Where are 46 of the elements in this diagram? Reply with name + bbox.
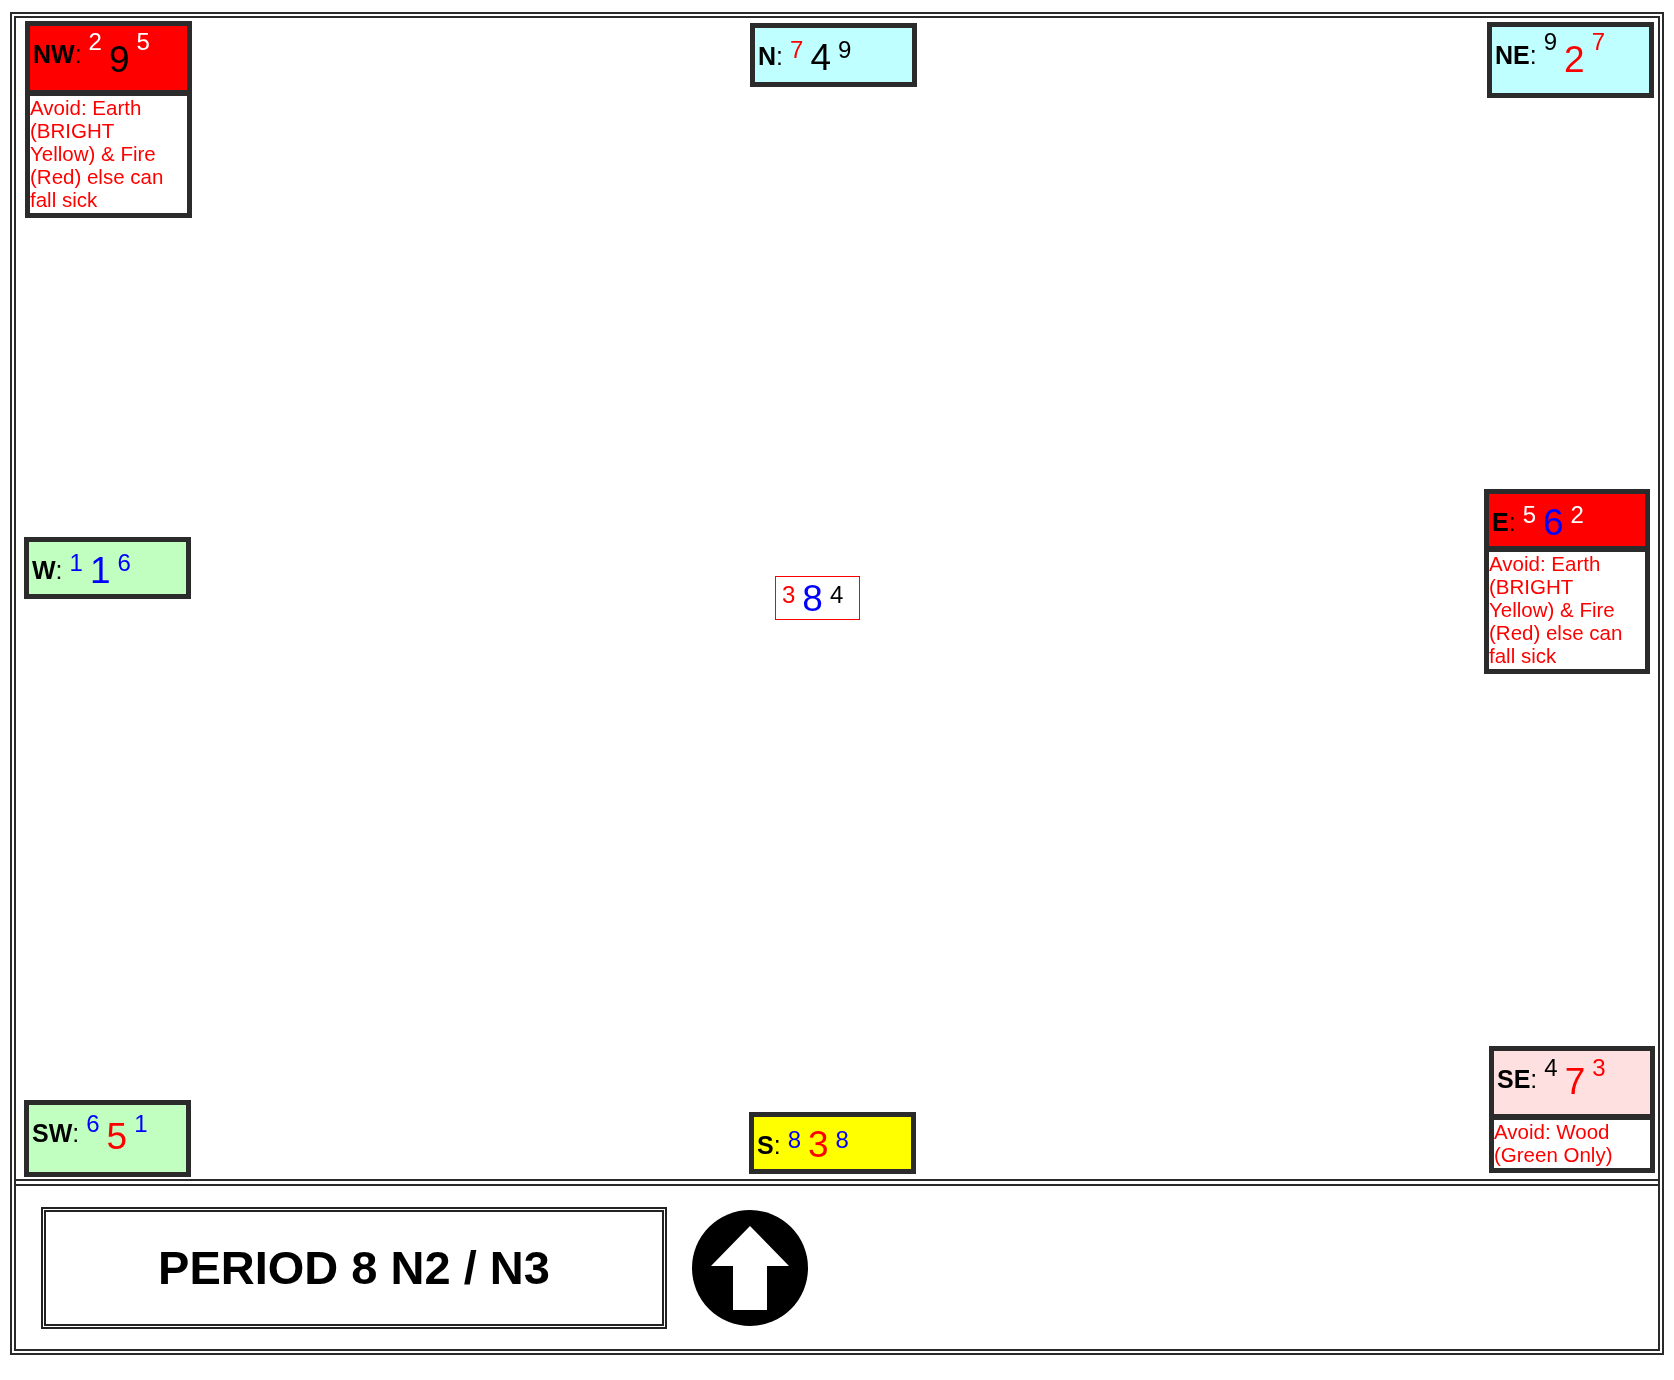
star-number: 3 [808, 1126, 829, 1163]
star-number: 9 [1543, 30, 1558, 54]
star-number: 6 [86, 1112, 100, 1136]
warning-text: Avoid: Earth (BRIGHT Yellow) & Fire (Red) else can fall sick [1489, 552, 1624, 667]
sector-box [750, 23, 917, 87]
sector-box [749, 1112, 916, 1174]
star-number: 2 [1564, 41, 1585, 78]
period-text: PERIOD 8 N2 / N3 [158, 1242, 550, 1294]
star-number: 9 [837, 38, 852, 62]
star-number: 5 [1522, 503, 1536, 527]
period-box [41, 1207, 667, 1329]
star-number: 7 [1591, 30, 1605, 54]
star-number: 4 [810, 39, 831, 76]
direction-label: NW: [33, 42, 82, 67]
star-number: 8 [835, 1128, 849, 1152]
star-number: 5 [136, 30, 150, 54]
direction-label: W: [32, 558, 63, 583]
sector-box [24, 537, 191, 599]
star-number: 2 [88, 30, 102, 54]
star-number: 8 [787, 1128, 801, 1152]
star-number: 1 [134, 1112, 148, 1136]
sector-box [24, 1100, 191, 1177]
direction-label: N: [758, 44, 783, 69]
star-number: 6 [1543, 504, 1564, 541]
star-number: 1 [69, 551, 83, 575]
star-number: 6 [117, 551, 131, 575]
center-box [775, 576, 860, 620]
sector-box [1487, 22, 1654, 98]
direction-label: SE: [1497, 1067, 1538, 1092]
star-number: 7 [1564, 1063, 1586, 1100]
star-number: 2 [1570, 503, 1584, 527]
star-number: 3 [1592, 1056, 1606, 1080]
star-number: 1 [89, 552, 111, 589]
star-number: 7 [790, 38, 804, 62]
warning-text: Avoid: Wood (Green Only) [1494, 1120, 1614, 1166]
star-number: 9 [108, 41, 130, 78]
direction-label: SW: [32, 1121, 80, 1146]
direction-label: S: [757, 1133, 781, 1158]
star-number: 3 [782, 583, 796, 607]
direction-label: NE: [1495, 43, 1537, 68]
star-number: 4 [1544, 1056, 1558, 1080]
star-number: 5 [106, 1118, 128, 1155]
star-number: 8 [802, 580, 823, 617]
star-number: 4 [829, 583, 844, 607]
warning-text: Avoid: Earth (BRIGHT Yellow) & Fire (Red) else can fall sick [30, 96, 165, 211]
direction-label: E: [1492, 510, 1516, 535]
